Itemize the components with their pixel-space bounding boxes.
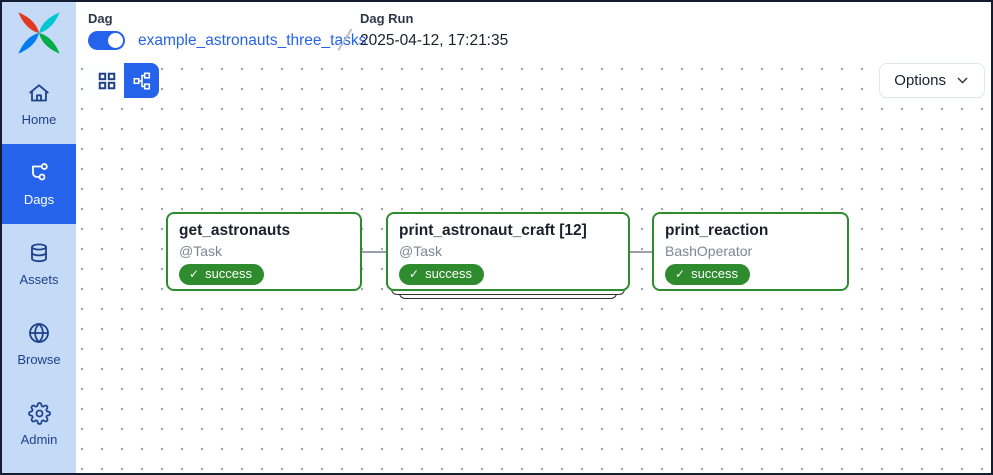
task-title: get_astronauts [179,222,291,239]
pinwheel-logo-icon [18,12,60,54]
task-title: print_reaction [665,222,769,239]
dag-pause-toggle[interactable] [88,31,125,50]
graph-canvas[interactable]: Options get_astronauts @Task ✓ success [76,55,991,473]
dag-name-link[interactable]: example_astronauts_three_tasks [138,31,367,49]
toggle-knob [108,33,123,48]
sidebar-item-label: Admin [20,431,58,447]
sidebar-item-label: Home [21,112,57,127]
dag-run-breadcrumb-label: Dag Run [360,11,414,26]
admin-gear-icon [27,401,51,425]
status-label: success [425,266,473,281]
sidebar-item-dags[interactable]: Dags [2,144,76,224]
dag-run-timestamp: 2025-04-12, 17:21:35 [360,32,509,49]
browse-globe-icon [29,323,49,343]
check-icon: ✓ [189,267,200,281]
check-icon: ✓ [675,267,686,281]
task-operator: @Task [179,243,222,259]
sidebar-item-assets[interactable]: Assets [2,224,76,304]
options-button[interactable]: Options [879,63,985,98]
check-icon: ✓ [409,267,420,281]
sidebar-item-label: Assets [19,272,59,287]
status-badge: ✓ success [399,264,485,285]
task-node-print-astronaut-craft[interactable]: print_astronaut_craft [12] @Task ✓ succe… [386,212,630,299]
edge-get_astronauts-to-print_astronaut_craft [362,251,386,253]
breadcrumb-header: Dag example_astronauts_three_tasks Dag R… [76,2,991,55]
status-label: success [205,266,253,281]
status-label: success [691,266,739,281]
graph-view-button[interactable] [124,63,159,98]
sidebar-item-home[interactable]: Home [2,64,76,144]
grid-view-icon [98,72,115,89]
sidebar-item-browse[interactable]: Browse [2,304,76,384]
sidebar-item-admin[interactable]: Admin [2,384,76,464]
view-toggle-group [89,63,159,98]
options-button-label: Options [894,72,946,89]
sidebar-item-label: Dags [23,192,55,207]
task-title: print_astronaut_craft [12] [399,222,587,239]
graph-view-icon [133,72,150,89]
assets-icon [31,243,47,263]
task-operator: BashOperator [665,243,753,259]
edge-print_astronaut_craft-to-print_reaction [630,251,652,253]
dags-icon [32,163,48,181]
sidebar: Home Dags Assets Browse [2,2,76,473]
home-icon [29,84,49,102]
airflow-logo[interactable] [2,2,76,64]
status-badge: ✓ success [179,264,265,285]
dag-breadcrumb-label: Dag [88,11,113,26]
status-badge: ✓ success [665,264,751,285]
chevron-down-icon [957,77,968,84]
task-node-get-astronauts[interactable]: get_astronauts @Task ✓ success [166,212,362,291]
task-node-print-reaction[interactable]: print_reaction BashOperator ✓ success [652,212,849,291]
sidebar-item-label: Browse [17,352,61,367]
task-operator: @Task [399,243,442,259]
grid-view-button[interactable] [89,63,124,98]
